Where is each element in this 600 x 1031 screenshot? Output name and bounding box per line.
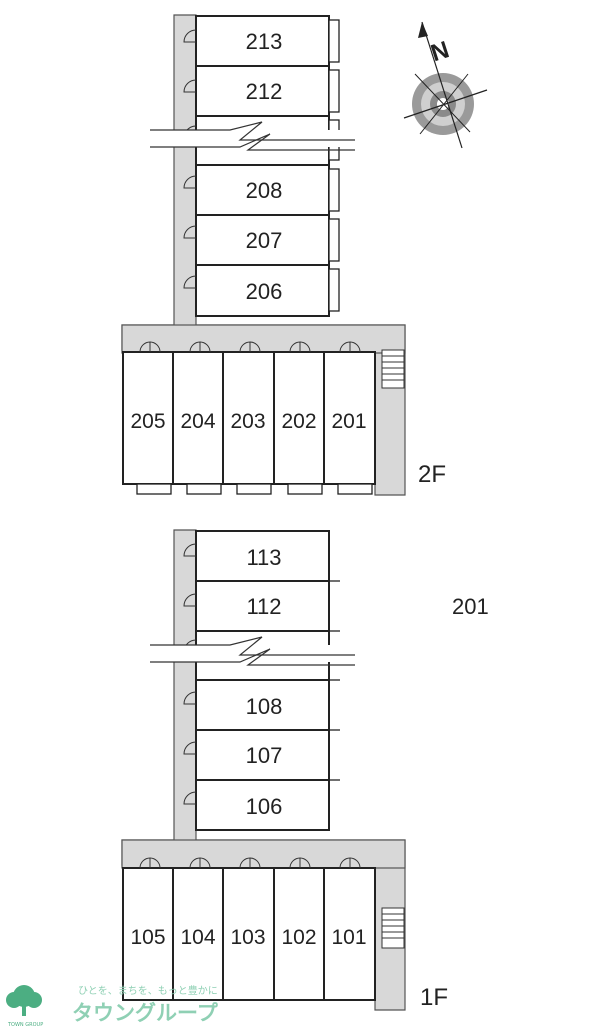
tower-ticks-1f	[329, 580, 340, 781]
stairs-1f	[381, 907, 405, 949]
floor-label-2f: 2F	[418, 461, 446, 488]
unit-206[interactable]: 206	[195, 264, 330, 317]
unit-203[interactable]: 203	[222, 351, 275, 485]
tree-icon	[6, 985, 42, 1016]
unit-202[interactable]: 202	[273, 351, 325, 485]
svg-text:205: 205	[130, 410, 165, 433]
unit-201[interactable]: 201	[323, 351, 376, 485]
unit-112[interactable]: 112	[195, 580, 330, 632]
svg-text:101: 101	[331, 926, 366, 949]
svg-text:208: 208	[246, 178, 283, 203]
svg-text:106: 106	[246, 794, 283, 819]
svg-text:107: 107	[246, 743, 283, 768]
company-logo: TOWN GROUP ひとを、まちを、もっと豊かに タウングループ	[6, 984, 219, 1028]
break-line-1f	[150, 636, 355, 666]
svg-text:TOWN GROUP: TOWN GROUP	[7, 1022, 43, 1028]
row-doors-2f	[139, 341, 361, 353]
svg-text:113: 113	[246, 545, 281, 570]
floor-2f: 213 212 208 207 206	[121, 14, 446, 496]
highlighted-unit-label: 201	[452, 594, 489, 619]
tower-doors-2f	[183, 29, 197, 289]
svg-text:202: 202	[281, 410, 316, 433]
svg-text:108: 108	[246, 694, 283, 719]
svg-text:タウングループ: タウングループ	[72, 1001, 219, 1025]
svg-text:105: 105	[130, 926, 165, 949]
unit-105[interactable]: 105	[122, 867, 174, 1001]
unit-106[interactable]: 106	[195, 779, 330, 831]
row-doors-1f	[139, 857, 361, 869]
corridor-2f-lower	[121, 324, 406, 354]
break-line-2f	[150, 121, 355, 151]
unit-104[interactable]: 104	[172, 867, 224, 1001]
unit-102[interactable]: 102	[273, 867, 325, 1001]
unit-113[interactable]: 113	[195, 530, 330, 582]
svg-text:102: 102	[281, 926, 316, 949]
unit-108[interactable]: 108	[195, 679, 330, 731]
tower-doors-1f	[183, 543, 197, 805]
corridor-1f-lower	[121, 839, 406, 869]
svg-text:212: 212	[246, 79, 283, 104]
svg-text:206: 206	[246, 279, 283, 304]
unit-205[interactable]: 205	[122, 351, 174, 485]
svg-text:103: 103	[230, 926, 265, 949]
svg-text:203: 203	[230, 410, 265, 433]
svg-text:213: 213	[246, 29, 283, 54]
floor-label-1f: 1F	[420, 984, 448, 1011]
row-balconies-2f	[136, 483, 373, 495]
floor-1f: 113 112 108 107 106	[121, 529, 448, 1011]
unit-101[interactable]: 101	[323, 867, 376, 1001]
unit-107[interactable]: 107	[195, 729, 330, 781]
unit-103[interactable]: 103	[222, 867, 275, 1001]
svg-text:N: N	[428, 36, 453, 67]
svg-text:ひとを、まちを、もっと豊かに: ひとを、まちを、もっと豊かに	[78, 984, 218, 997]
unit-204[interactable]: 204	[172, 351, 224, 485]
tower-balconies-2f	[328, 19, 340, 312]
svg-text:104: 104	[180, 926, 215, 949]
svg-text:207: 207	[246, 228, 283, 253]
svg-text:204: 204	[180, 410, 215, 433]
unit-212[interactable]: 212	[195, 65, 330, 117]
unit-213[interactable]: 213	[195, 15, 330, 67]
svg-text:112: 112	[246, 594, 281, 619]
svg-text:201: 201	[331, 410, 366, 433]
stairs-2f	[381, 349, 405, 389]
unit-208[interactable]: 208	[195, 164, 330, 216]
unit-207[interactable]: 207	[195, 214, 330, 266]
compass-icon: N	[403, 21, 488, 149]
